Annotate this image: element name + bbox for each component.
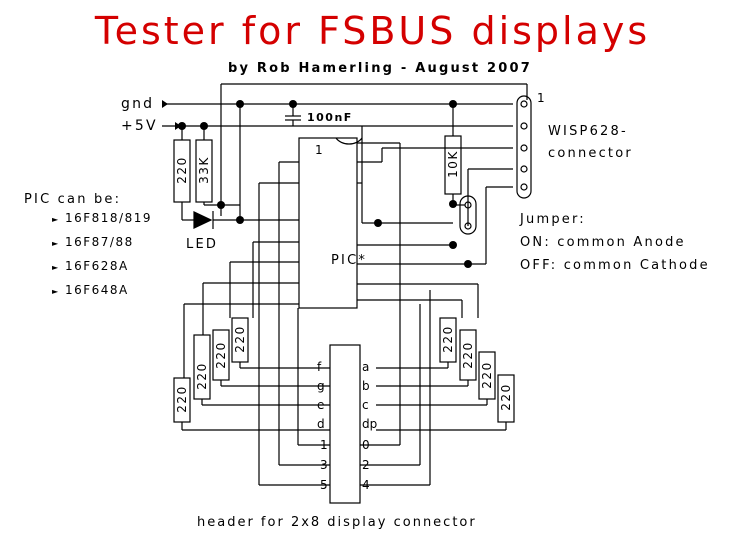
list-item: ► 16F818/819	[52, 211, 153, 225]
header-pin-label: 2	[362, 458, 370, 472]
header-pin-label: d	[317, 417, 325, 431]
wisp-pin1-label: 1	[537, 91, 547, 105]
byline: by Rob Hamerling - August 2007	[228, 61, 532, 76]
header-pin-label: 1	[320, 438, 328, 452]
header-pin-label: 0	[362, 438, 370, 452]
list-item: ► 16F628A	[52, 259, 129, 273]
list-item: ► 16F87/88	[52, 235, 134, 249]
header-pin-label: 4	[362, 478, 370, 492]
jumper-heading: Jumper:	[520, 212, 586, 227]
wisp-label-1: WISP628-	[548, 124, 628, 139]
page-title: Tester for FSBUS displays	[94, 9, 651, 53]
jumper-on-label: ON: common Anode	[520, 235, 686, 250]
bullet-icon: ►	[52, 263, 60, 272]
capacitor-label: 100nF	[307, 111, 353, 124]
pic-pin1-label: 1	[315, 143, 325, 157]
bullet-icon: ►	[52, 215, 60, 224]
resistor-220-r1: 220	[441, 325, 455, 353]
jumper-off-label: OFF: common Cathode	[520, 258, 710, 273]
gnd-label: gnd	[121, 96, 155, 112]
resistor-220-r2: 220	[461, 341, 475, 369]
vcc-label: +5V	[121, 118, 158, 134]
resistor-220-l1: 220	[175, 385, 189, 413]
resistor-220-r4: 220	[499, 383, 513, 411]
led-label: LED	[186, 237, 219, 252]
resistor-220-led: 220	[175, 156, 189, 184]
pic-can-be-heading: PIC can be:	[24, 192, 122, 207]
header-pin-label: b	[362, 379, 370, 393]
resistor-10k: 10K	[446, 150, 460, 178]
resistor-220-l4: 220	[233, 325, 247, 353]
resistor-220-l3: 220	[214, 341, 228, 369]
header-pin-label: e	[317, 398, 325, 412]
header-pin-label: 3	[320, 458, 328, 472]
wisp-label-2: connector	[548, 146, 633, 161]
list-item: ► 16F648A	[52, 283, 129, 297]
header-pin-label: c	[362, 398, 369, 412]
header-pin-label: 5	[320, 478, 328, 492]
header-pin-label: g	[317, 379, 325, 393]
resistor-220-l2: 220	[195, 362, 209, 390]
header-pin-label: f	[317, 360, 322, 374]
bullet-icon: ►	[52, 239, 60, 248]
pic-label: PIC*	[331, 253, 368, 268]
resistor-33k: 33K	[197, 156, 211, 184]
header-pin-label: a	[362, 360, 370, 374]
header-caption: header for 2x8 display connector	[197, 515, 477, 530]
resistor-220-r3: 220	[480, 361, 494, 389]
bullet-icon: ►	[52, 287, 60, 296]
header-pin-label: dp	[362, 417, 378, 431]
